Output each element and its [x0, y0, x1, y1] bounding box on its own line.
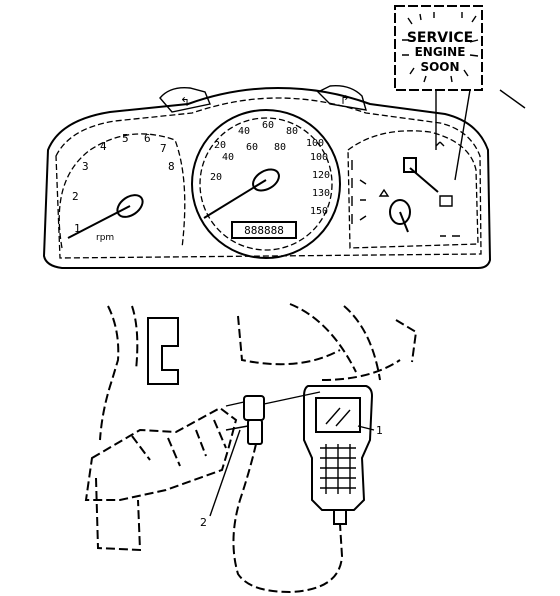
- tachometer-gauge: 1 2 3 4 5 6 7 8 rpm: [58, 132, 186, 249]
- fuel-temperature-gauges: [347, 130, 479, 249]
- tach-tick: 3: [82, 160, 89, 173]
- tach-unit: rpm: [96, 233, 114, 243]
- lamp-text-soon: SOON: [420, 60, 459, 74]
- temp-gauge-hub: [389, 199, 411, 225]
- speedo-tick-inner: 120: [312, 170, 330, 181]
- tach-needle: [67, 205, 131, 239]
- scan-tool: [303, 385, 374, 525]
- speedo-tick-inner: 40: [222, 152, 234, 163]
- lower-panel-box: [147, 317, 179, 385]
- tach-tick: 4: [100, 140, 107, 153]
- speedo-tick-inner: 150: [310, 206, 328, 217]
- speedo-tick-outer: 20: [214, 140, 226, 151]
- speedo-tick-outer: 60: [262, 120, 274, 131]
- speedo-tick-inner: 80: [274, 142, 286, 153]
- scan-tool-keypad: [320, 444, 356, 494]
- callout-number-1: 1: [376, 424, 383, 437]
- lamp-text-engine: ENGINE: [415, 45, 466, 59]
- check-engine-icon: [439, 195, 453, 207]
- odometer-value: 888888: [244, 224, 284, 237]
- fuel-gauge-icon: [403, 157, 417, 173]
- dash-lower-area: 2 1: [84, 303, 418, 594]
- instrument-cluster: ↰ ↱ 1 2 3 4 5 6 7 8 rpm 20 40 60 80 100 …: [42, 85, 492, 269]
- scan-tool-cable-port: [333, 509, 347, 525]
- scan-tool-cable: [232, 443, 344, 594]
- speedo-tick-inner: 20: [210, 172, 222, 183]
- temp-needle: [399, 211, 409, 233]
- tach-hub: [116, 194, 144, 218]
- scan-tool-screen: [315, 397, 361, 433]
- turn-right-indicator-icon: ↱: [340, 93, 350, 107]
- speedo-tick-inner: 60: [246, 142, 258, 153]
- speedo-tick-inner: 100: [310, 152, 328, 163]
- technician-hand: [84, 406, 238, 552]
- callout-number-2: 2: [200, 516, 207, 529]
- turn-left-indicator-icon: ↰: [180, 95, 190, 109]
- fuel-needle: [409, 167, 439, 193]
- tach-tick: 2: [72, 190, 79, 203]
- data-link-connector: [225, 395, 265, 445]
- lamp-glow-rays: [402, 12, 479, 83]
- speedo-tick-inner: 130: [312, 188, 330, 199]
- speedo-needle: [203, 179, 267, 219]
- speedo-tick-outer: 80: [286, 126, 298, 137]
- lamp-text-service: SERVICE: [407, 30, 473, 46]
- tach-tick: 1: [74, 222, 81, 235]
- tach-tick: 7: [160, 142, 167, 155]
- speedo-tick-outer: 100: [306, 138, 324, 149]
- speedo-tick-outer: 40: [238, 126, 250, 137]
- speedo-ring: [191, 109, 341, 259]
- service-engine-soon-callout: SERVICE ENGINE SOON: [394, 5, 526, 181]
- odometer-display: [231, 221, 297, 239]
- tach-tick: 5: [122, 132, 129, 145]
- tach-tick: 8: [168, 160, 175, 173]
- tach-tick: 6: [144, 132, 151, 145]
- speedometer-gauge: 20 40 60 80 100 20 40 60 80 100 120 130 …: [191, 109, 341, 259]
